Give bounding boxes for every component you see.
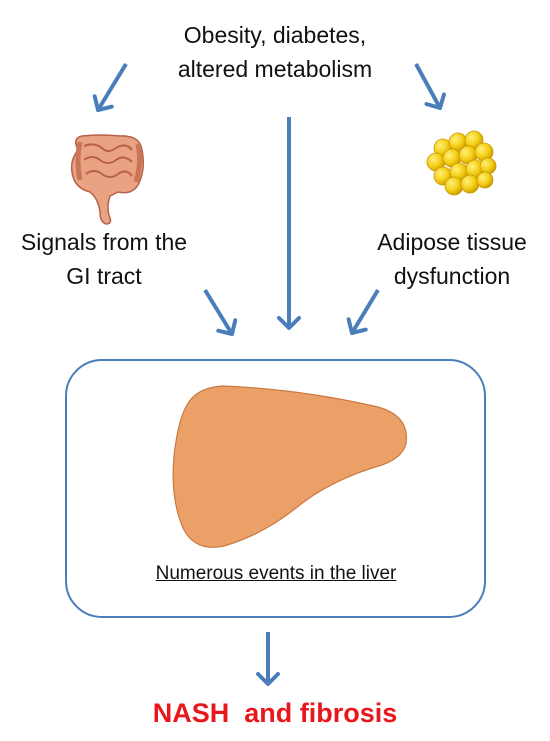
gi-signals-line2: GI tract: [66, 263, 142, 289]
top-factors-line2: altered metabolism: [177, 56, 373, 82]
adipose-line1: Adipose tissue: [377, 229, 527, 255]
arrow-gi-to-liver: [203, 288, 238, 336]
fat-cells-icon: [426, 130, 497, 196]
top-factors-line1: Obesity, diabetes,: [183, 22, 367, 48]
arrow-top-to-gi: [92, 62, 128, 112]
arrow-top-to-adipose: [414, 63, 446, 110]
top-factors-label: Obesity, diabetes, altered metabolism: [135, 18, 415, 86]
arrow-adipose-to-liver: [346, 288, 380, 335]
gi-signals-label: Signals from the GI tract: [6, 225, 202, 293]
intestine-icon: [70, 134, 145, 225]
liver-caption: Numerous events in the liver: [155, 563, 397, 584]
liver-icon: [172, 385, 408, 548]
result-label: NASH and fibrosis: [152, 698, 398, 728]
adipose-line2: dysfunction: [393, 263, 511, 289]
gi-signals-line1: Signals from the: [20, 229, 188, 255]
adipose-label: Adipose tissue dysfunction: [360, 225, 544, 293]
